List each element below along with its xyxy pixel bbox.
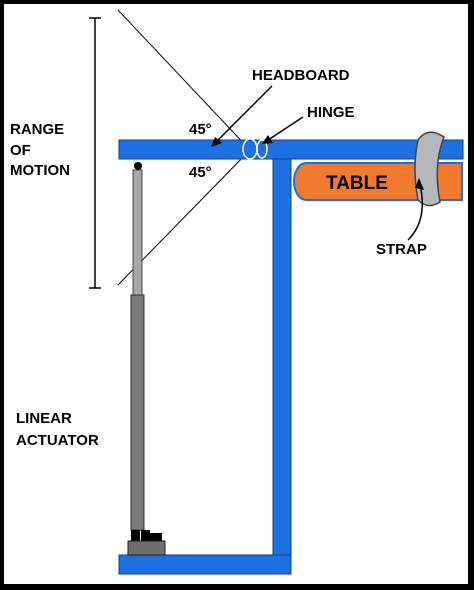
headboard-bar [118,139,464,160]
table-label: TABLE [326,173,388,194]
hinge-label: HINGE [307,104,355,121]
actuator-label-line-2: ACTUATOR [16,432,99,449]
headboard-mechanism-diagram: RANGE OF MOTION HEADBOARD HINGE 45° 45° … [10,9,464,575]
linear-actuator [127,162,166,556]
range-of-motion-indicator [89,17,101,289]
diagram-frame: RANGE OF MOTION HEADBOARD HINGE 45° 45° … [4,4,468,584]
range-label-line-1: RANGE [10,121,64,138]
strap-label: STRAP [376,241,427,258]
frame-base [118,554,292,575]
range-label-line-3: MOTION [10,162,70,179]
headboard-label: HEADBOARD [252,67,350,84]
hinge-icon [242,138,268,160]
angle-upper-label: 45° [189,121,212,138]
angle-lower-label: 45° [189,164,212,181]
strap-arrow [407,178,424,241]
actuator-label-line-1: LINEAR [16,410,72,427]
range-label-line-2: OF [10,142,31,159]
headboard-arrow [211,85,273,147]
hinge-arrow [262,116,304,144]
frame-vertical-post [272,155,292,575]
range-line-upper [117,9,251,151]
